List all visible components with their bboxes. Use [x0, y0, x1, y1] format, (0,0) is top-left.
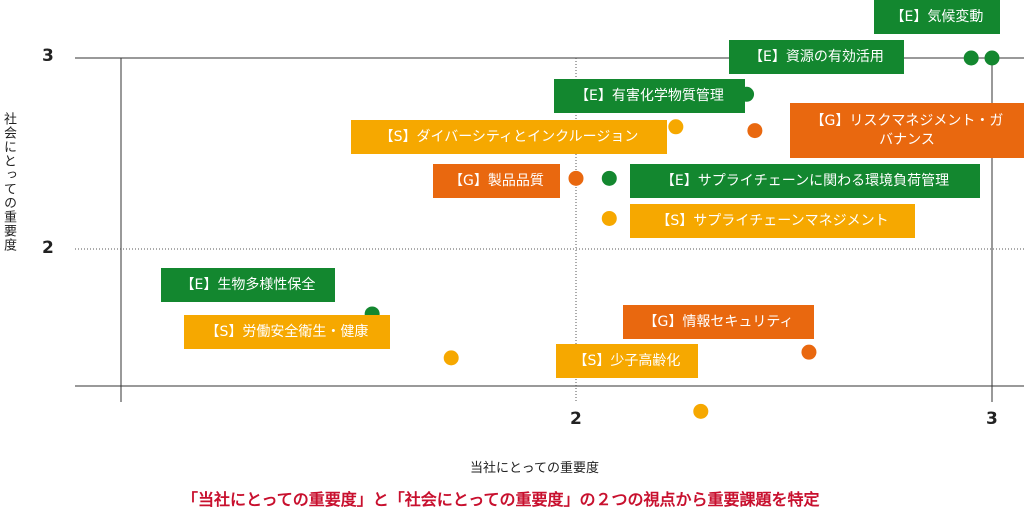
label-climate-change: 【E】気候変動	[874, 0, 1000, 34]
x-axis-label: 当社にとっての重要度	[470, 461, 599, 476]
label-aging-society: 【S】少子高齢化	[556, 344, 698, 378]
y-tick-label-2: 2	[42, 238, 54, 258]
label-diversity-inclusion: 【S】ダイバーシティとインクルージョン	[351, 120, 667, 154]
point-supply-chain-mgmt	[601, 210, 617, 226]
label-product-quality: 【G】製品品質	[433, 164, 560, 198]
point-diversity-inclusion	[668, 119, 684, 135]
x-tick-label-3: 3	[986, 409, 998, 429]
label-hazardous-chemicals: 【E】有害化学物質管理	[554, 79, 745, 113]
point-climate-change	[984, 50, 1000, 66]
point-supply-chain-env	[601, 170, 617, 186]
y-tick-label-3: 3	[42, 46, 54, 66]
chart-caption: 「当社にとっての重要度」と「社会にとっての重要度」の２つの視点から重要課題を特定	[182, 490, 820, 509]
x-tick-label-2: 2	[570, 409, 582, 429]
point-product-quality	[568, 170, 584, 186]
label-biodiversity: 【E】生物多様性保全	[161, 268, 335, 302]
point-aging-society	[693, 403, 709, 419]
label-occupational-safety: 【S】労働安全衛生・健康	[184, 315, 390, 349]
point-resource-utilization	[963, 50, 979, 66]
label-risk-governance-text: 【G】リスクマネジメント・ガバナンス	[810, 112, 1004, 148]
point-risk-governance	[747, 123, 763, 139]
label-resource-utilization: 【E】資源の有効活用	[729, 40, 904, 74]
label-info-security: 【G】情報セキュリティ	[623, 305, 814, 339]
label-risk-governance: 【G】リスクマネジメント・ガバナンス	[790, 103, 1024, 158]
point-info-security	[801, 344, 817, 360]
label-supply-chain-env: 【E】サプライチェーンに関わる環境負荷管理	[630, 164, 980, 198]
point-occupational-safety	[443, 350, 459, 366]
y-axis-label: 社会にとっての重要度	[1, 112, 16, 252]
label-supply-chain-mgmt: 【S】サプライチェーンマネジメント	[630, 204, 915, 238]
